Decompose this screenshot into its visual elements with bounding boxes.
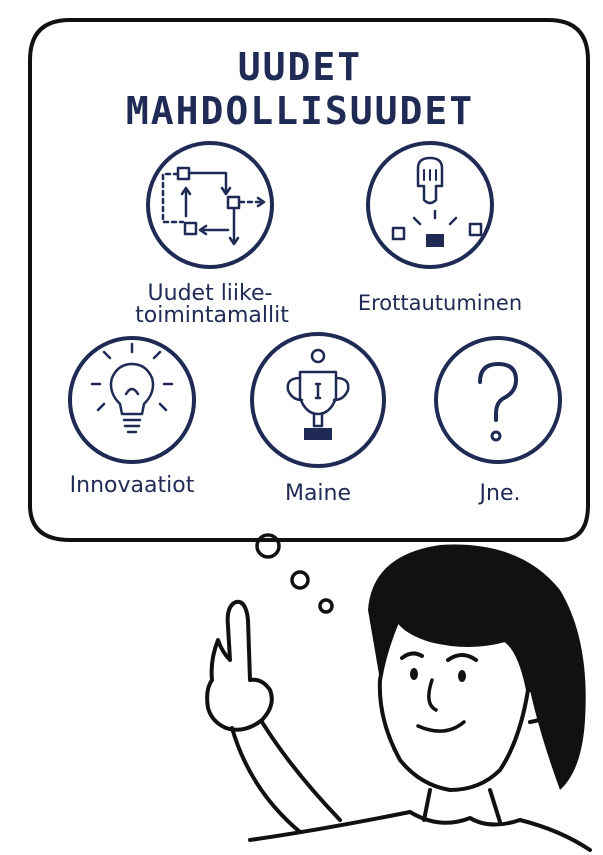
item-reputation: Maine (250, 332, 386, 506)
face (377, 618, 530, 792)
item-business-models: Uudet liike- toimintamallit (135, 141, 289, 328)
title-line-2: MAHDOLLISUUDET (126, 89, 474, 133)
eye-left (410, 668, 418, 680)
eyebrow-left (400, 651, 424, 660)
mouth (416, 720, 466, 733)
item-differentiation: Erottautuminen (358, 141, 522, 315)
label-differentiation: Erottautuminen (358, 291, 522, 315)
thought-dot-medium (290, 570, 310, 590)
label-business-models-1: Uudet liike- (148, 281, 273, 306)
thought-dot-large (255, 533, 281, 559)
trophy-icon (286, 348, 350, 440)
nose (427, 678, 438, 712)
collar (408, 810, 522, 827)
label-reputation: Maine (285, 481, 351, 506)
label-business-models-2: toimintamallit (135, 303, 289, 328)
raised-hand (205, 599, 274, 732)
lightbulb-icon (90, 342, 174, 434)
flow-diagram-icon (161, 166, 266, 246)
question-mark-icon (478, 362, 518, 442)
eyebrow-right (446, 653, 478, 662)
item-innovations: Innovaatiot (68, 336, 196, 498)
thinking-person (205, 544, 592, 852)
pointing-hand-selection-icon (391, 156, 483, 247)
thought-bubble (28, 18, 590, 542)
ear (528, 684, 554, 724)
title-line-1: UUDET (238, 45, 362, 89)
label-innovations: Innovaatiot (70, 473, 195, 498)
neck (422, 788, 502, 824)
hair (368, 544, 586, 790)
thought-dot-small (318, 598, 334, 614)
shoulder-line (248, 810, 592, 852)
item-etc: Jne. (434, 336, 562, 506)
eye-right (458, 670, 466, 682)
label-etc: Jne. (478, 481, 521, 506)
arm (230, 720, 342, 834)
